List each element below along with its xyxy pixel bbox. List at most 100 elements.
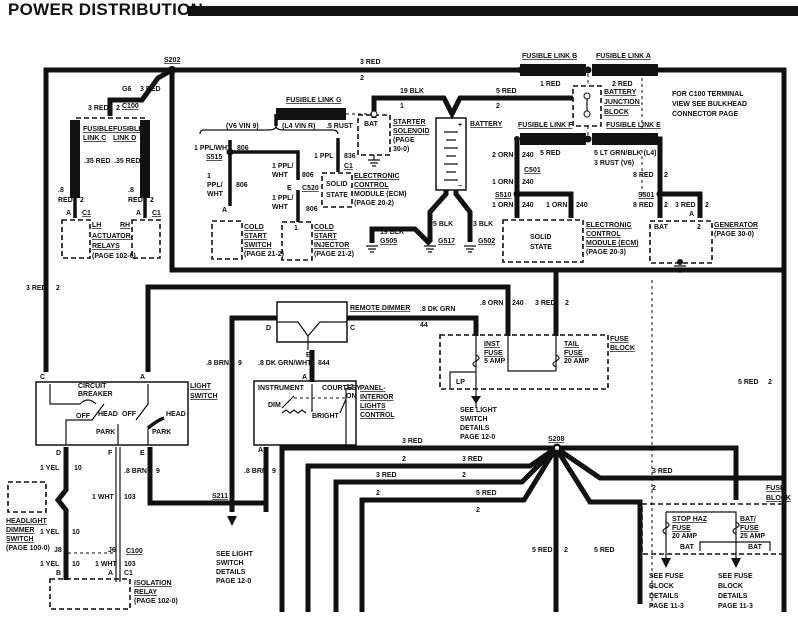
diagram-label: C1 xyxy=(344,163,353,170)
diagram-label: BATTERY xyxy=(470,121,503,128)
diagram-label: + xyxy=(458,122,462,129)
diagram-label: C1 xyxy=(152,210,161,217)
diagram-label: 10 xyxy=(74,465,82,472)
diagram-label: A xyxy=(136,210,141,217)
diagram-label: FUSIBLE xyxy=(113,126,143,133)
diagram-label: G505 xyxy=(380,238,397,245)
diagram-label: FUSIBLE LINK B xyxy=(522,53,577,60)
diagram-label: BREAKER xyxy=(78,391,113,398)
diagram-label: A xyxy=(302,374,307,381)
diagram-label: 240 xyxy=(576,202,588,209)
diagram-label: G6 xyxy=(122,86,131,93)
diagram-label: SWITCH xyxy=(216,560,244,567)
ground-g505: 19 BLK G505 xyxy=(366,226,432,253)
diagram-label: B xyxy=(56,570,61,577)
wire-label: (L4 VIN R) xyxy=(282,123,315,130)
diagram-label: SWITCH xyxy=(460,416,488,423)
headlight-dimmer-switch: HEADLIGHT DIMMER SWITCH (PAGE 100-0) 1 Y… xyxy=(6,481,143,577)
diagram-label: WHT xyxy=(207,191,224,198)
diagram-label: STARTER xyxy=(393,119,426,126)
diagram-label: ACTUATOR xyxy=(92,233,131,240)
diagram-label: 8 RED xyxy=(633,172,654,179)
diagram-label: 1 PPL/ xyxy=(272,163,293,170)
diagram-label: .8 ORN xyxy=(480,300,503,307)
diagram-label: B xyxy=(306,352,311,359)
diagram-label: COLD xyxy=(314,224,334,231)
diagram-label: INTERIOR xyxy=(360,394,393,401)
diagram-label: FUSE xyxy=(766,485,785,492)
battery: 19 BLK 1 5 RED 2 1 + − BATTERY 5 BLK 3 B… xyxy=(371,88,573,242)
diagram-label: LP xyxy=(456,379,465,386)
diagram-label: FOR C100 TERMINAL xyxy=(672,91,744,98)
diagram-label: 2 xyxy=(496,103,500,110)
diagram-label: FUSIBLE LINK F xyxy=(518,122,573,129)
diagram-label: − xyxy=(458,183,462,190)
diagram-label: 5 RED xyxy=(532,547,553,554)
wire-label: 2 xyxy=(360,75,364,82)
diagram-label: RED xyxy=(128,197,143,204)
diagram-label: DETAILS xyxy=(460,425,490,432)
diagram-label: TAIL xyxy=(564,341,580,348)
splice-s202-label: S202 xyxy=(164,57,180,64)
diagram-label: BAT xyxy=(654,224,669,231)
wire-label: (V6 VIN 9) xyxy=(226,123,259,130)
fusible-link-a: FUSIBLE LINK A 2 RED xyxy=(592,53,658,88)
diagram-label: 1 PPL/WHT xyxy=(194,145,232,152)
diagram-label: CONTROL xyxy=(360,412,395,419)
diagram-label: .8 BRN xyxy=(244,468,267,475)
diagram-label: 1 ORN xyxy=(546,202,567,209)
diagram-label: 2 xyxy=(565,300,569,307)
ecm-page-20-3: 2 ORN 240 C501 1 ORN 240 S510 1 ORN 240 … xyxy=(492,139,639,263)
diagram-label: S208 xyxy=(548,436,564,443)
diagram-label: 2 xyxy=(402,456,406,463)
diagram-label: INJECTOR xyxy=(314,242,349,249)
wire-label: 5 RED xyxy=(738,379,759,386)
diagram-label: 240 xyxy=(522,179,534,186)
diagram-label: JUNCTION xyxy=(604,99,640,106)
diagram-label: 103 xyxy=(124,494,136,501)
diagram-label: PANEL- xyxy=(360,385,386,392)
diagram-label: C xyxy=(40,374,45,381)
diagram-label: D xyxy=(56,450,61,457)
diagram-label: BAT/ xyxy=(740,516,756,523)
diagram-label: 20 AMP xyxy=(564,358,589,365)
wire-label: 2 xyxy=(768,379,772,386)
diagram-label: INSTRUMENT xyxy=(258,385,305,392)
diagram-label: 240 xyxy=(512,300,524,307)
diagram-label: .8 DK GRN/WHT xyxy=(258,360,312,367)
diagram-label: 844 xyxy=(318,360,330,367)
diagram-label: 2 xyxy=(664,172,668,179)
diagram-label: 1 RED xyxy=(540,81,561,88)
diagram-label: PARK xyxy=(96,429,115,436)
diagram-label: 3 BLK xyxy=(473,221,493,228)
diagram-label: BLOCK xyxy=(766,495,791,502)
diagram-label: (PAGE 20-3) xyxy=(586,249,626,256)
diagram-label: S501 xyxy=(638,192,654,199)
diagram-label: HEAD xyxy=(166,411,186,418)
diagram-label: 1 ORN xyxy=(492,179,513,186)
diagram-label: SOLID xyxy=(530,234,551,241)
diagram-label: CONNECTOR PAGE xyxy=(672,111,739,118)
diagram-label: (PAGE 102-0) xyxy=(92,253,136,260)
diagram-label: HEAD xyxy=(98,411,118,418)
fusible-link-g: FUSIBLE LINK G .5 RUST xyxy=(274,97,354,130)
diagram-label: BAT xyxy=(748,544,763,551)
diagram-label: S515 xyxy=(206,154,222,161)
diagram-label: FUSE xyxy=(610,336,629,343)
diagram-label: REMOTE DIMMER xyxy=(350,305,410,312)
diagram-label: BRIGHT xyxy=(312,413,340,420)
diagram-label: BATTERY xyxy=(604,89,637,96)
diagram-label: 1 YEL xyxy=(40,561,60,568)
diagram-label: SEE FUSE xyxy=(649,573,684,580)
diagram-label: 1 WHT xyxy=(92,494,115,501)
diagram-label: FUSE xyxy=(484,350,503,357)
diagram-label: A xyxy=(222,207,227,214)
diagram-label: RELAYS xyxy=(92,243,120,250)
fuse-block-instrument: FUSE BLOCK INST FUSE 5 AMP TAIL FUSE 20 … xyxy=(439,334,635,441)
diagram-label: 240 xyxy=(522,202,534,209)
diagram-label: 3 RED xyxy=(535,300,556,307)
diagram-label: HEADLIGHT xyxy=(6,518,48,525)
diagram-label: BLOCK xyxy=(604,109,629,116)
diagram-label: 2 xyxy=(664,202,668,209)
diagram-label: ISOLATION xyxy=(134,580,172,587)
